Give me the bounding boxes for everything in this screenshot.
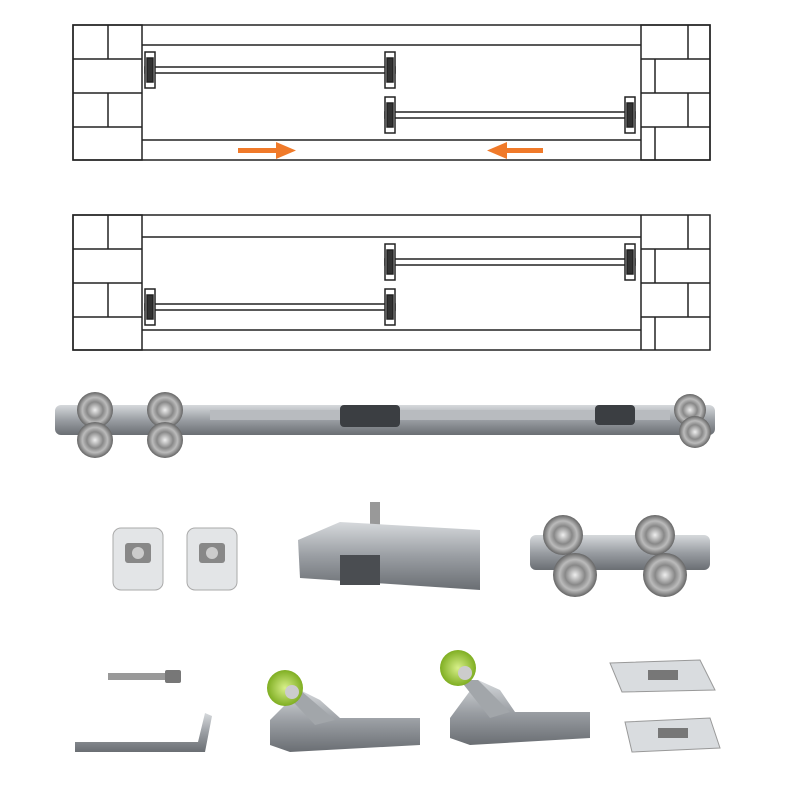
- roller-carriage: [530, 515, 710, 597]
- mounting-clip: [186, 527, 238, 591]
- mounting-plate: [609, 659, 716, 693]
- diagram-closed: [72, 214, 711, 351]
- screw: [108, 670, 181, 683]
- arrow-right-icon: [238, 142, 296, 159]
- arrow-left-icon: [487, 142, 543, 159]
- damper-unit: [298, 502, 480, 590]
- diagram-open: [72, 24, 711, 161]
- hex-key: [75, 713, 212, 752]
- sliding-mechanism: [55, 392, 715, 458]
- mounting-clip: [112, 527, 164, 591]
- guide-roller: [440, 650, 590, 745]
- guide-roller: [267, 670, 420, 752]
- mounting-plate: [624, 717, 721, 753]
